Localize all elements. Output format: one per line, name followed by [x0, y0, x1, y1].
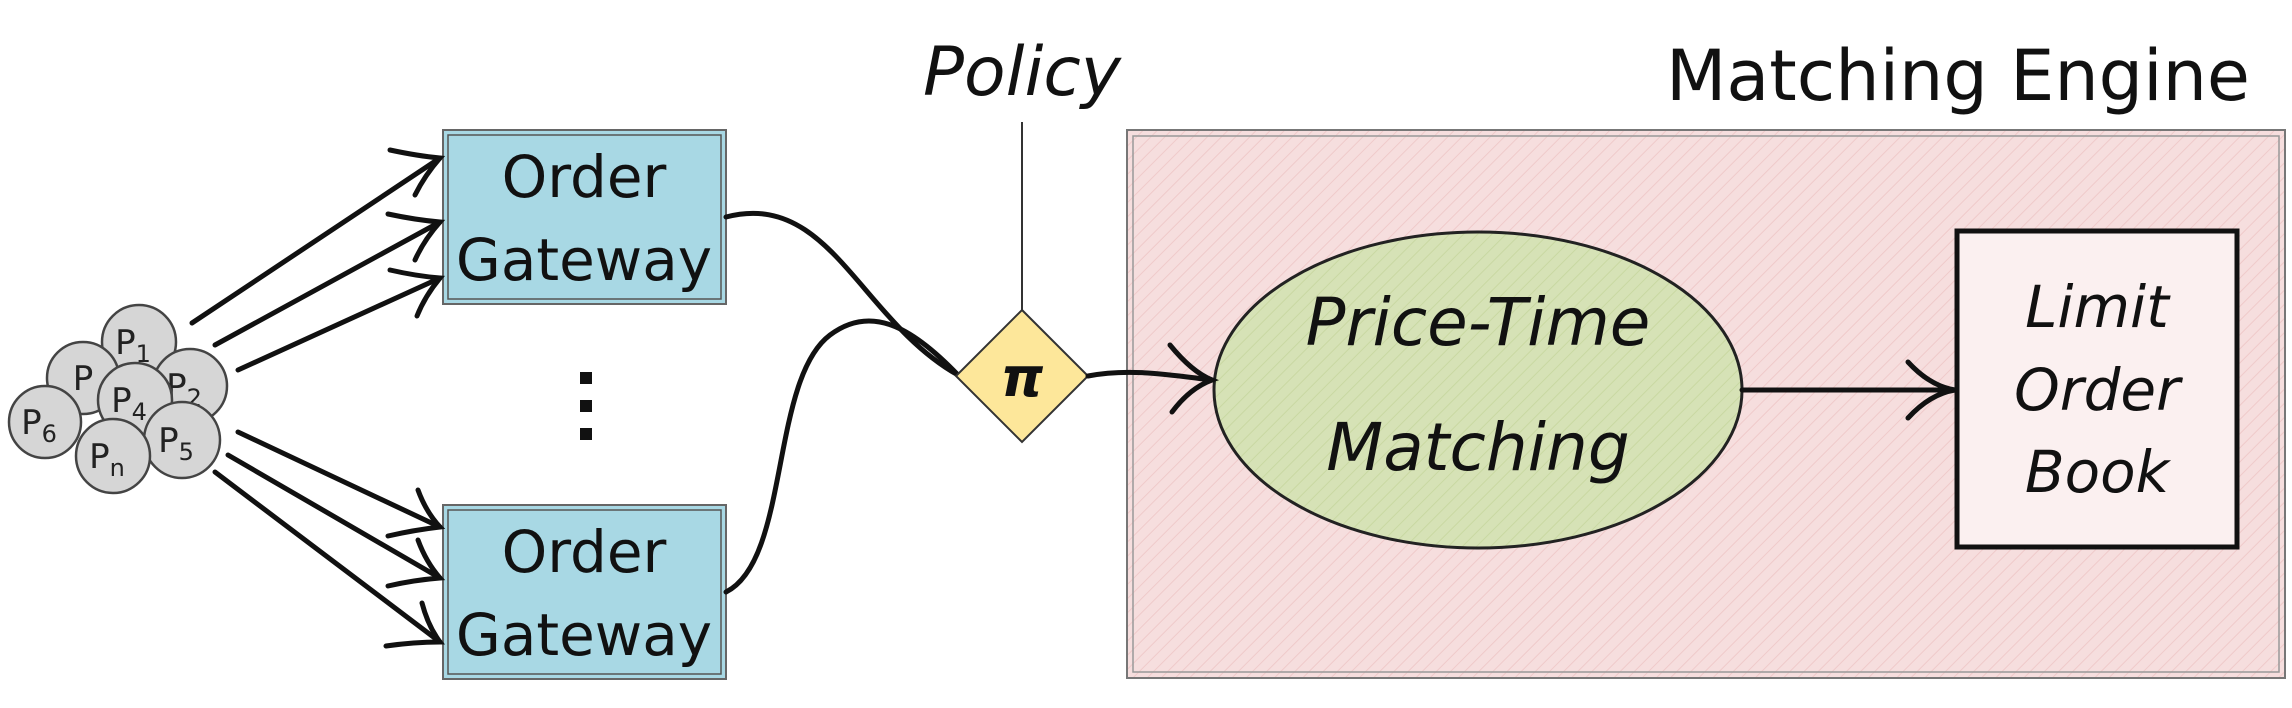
arrow-matcher-to-book: [1739, 359, 1958, 421]
participant-node-p1: P1: [100, 303, 178, 381]
order-gateway-top: Order Gateway: [442, 129, 727, 305]
vertical-ellipsis: [580, 372, 592, 440]
svg-text:Limit: Limit: [2025, 273, 2171, 341]
arrows-participants-to-bottom-gateway: [212, 429, 446, 649]
participant-label: P: [73, 359, 94, 399]
svg-text:Order: Order: [2014, 356, 2183, 424]
limit-order-book-node: Limit Order Book: [1954, 228, 2240, 550]
svg-text:Matching: Matching: [1326, 409, 1629, 486]
gateway-to-policy-curves: [723, 210, 961, 595]
svg-text:Gateway: Gateway: [456, 601, 712, 669]
policy-label: Policy: [923, 33, 1122, 112]
policy-diamond: π: [954, 308, 1090, 444]
arrows-participants-to-top-gateway: [189, 147, 446, 373]
engine-title: Matching Engine: [1666, 35, 2250, 117]
participant-node-p5: P5: [142, 400, 222, 480]
order-gateway-bottom: Order Gateway: [442, 504, 727, 680]
svg-text:Book: Book: [2025, 438, 2172, 506]
svg-text:π: π: [1001, 346, 1044, 409]
participant-node-p6: P6: [7, 384, 83, 460]
svg-text:Price-Time: Price-Time: [1306, 284, 1651, 361]
svg-text:Order: Order: [502, 518, 667, 586]
participant-node-pn: Pn: [74, 417, 152, 495]
svg-text:Gateway: Gateway: [456, 226, 712, 294]
svg-text:Order: Order: [502, 143, 667, 211]
price-time-matching-node: Price-Time Matching: [1212, 230, 1744, 550]
arrow-policy-to-matcher: [1085, 342, 1220, 415]
